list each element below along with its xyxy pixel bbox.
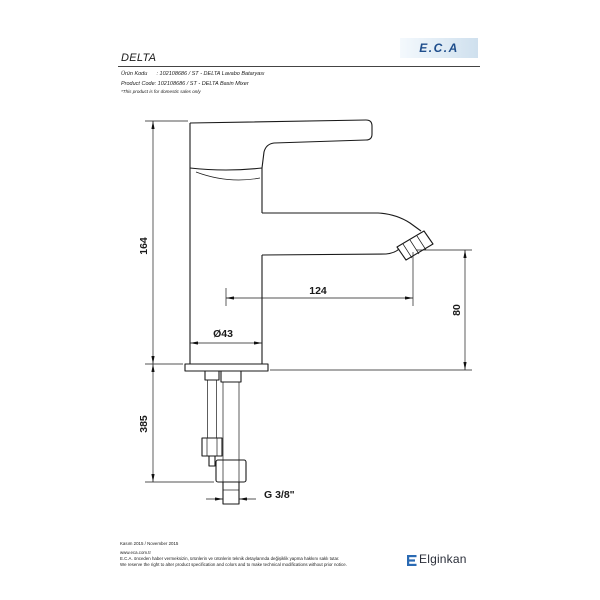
elginkan-e-icon bbox=[407, 555, 417, 566]
dimension-labels: 164 385 124 80 Ø43 G 3/8" bbox=[138, 237, 463, 501]
header-divider bbox=[118, 66, 480, 67]
dimension-lines bbox=[145, 120, 472, 501]
hose-nut-faces bbox=[222, 460, 240, 482]
aerator-detail bbox=[402, 235, 427, 259]
product-code-en: Product Code: 102108686 / ST - DELTA Bas… bbox=[121, 81, 249, 87]
footer-disclaimer-en: We reserve the right to alter product sp… bbox=[120, 562, 347, 567]
mounting-rod-end bbox=[208, 455, 216, 467]
mounting-rod bbox=[207, 379, 217, 439]
domestic-sales-note: *This product is for domestic sales only bbox=[121, 89, 201, 94]
spout bbox=[261, 212, 422, 256]
connections-group bbox=[201, 370, 247, 505]
faucet-body-group bbox=[184, 119, 434, 372]
handle-base bbox=[189, 167, 263, 171]
mounting-nut bbox=[201, 437, 223, 457]
label-spout-reach: 124 bbox=[309, 285, 327, 297]
mounting-rod-fitting bbox=[204, 370, 220, 381]
label-body-diameter: Ø43 bbox=[213, 328, 233, 340]
label-connection-thread: G 3/8" bbox=[264, 489, 295, 501]
footer-website: www.eca.com.tr bbox=[120, 550, 151, 555]
hose-nut bbox=[215, 459, 247, 483]
eca-logo-text: E.C.A bbox=[419, 41, 459, 55]
label-spout-height: 80 bbox=[451, 304, 463, 316]
mounting-nut-faces bbox=[206, 438, 218, 456]
label-hose-length: 385 bbox=[138, 415, 150, 433]
label-overall-height: 164 bbox=[138, 237, 150, 255]
hose-fitting bbox=[220, 370, 242, 383]
eca-logo: E.C.A bbox=[400, 38, 478, 58]
hose-connector bbox=[222, 481, 240, 505]
product-code-tr: Ürün Kodu : 102108686 / ST - DELTA Lavab… bbox=[121, 71, 265, 77]
handle-lever bbox=[189, 119, 373, 169]
elginkan-logo-text: Elginkan bbox=[419, 552, 467, 566]
product-title: DELTA bbox=[121, 52, 157, 64]
footer-disclaimer-tr: E.C.A. önceden haber vermeksizin, ürünle… bbox=[120, 556, 340, 561]
footer-date: Kasım 2015 / November 2015 bbox=[120, 541, 179, 546]
base-plate bbox=[184, 363, 269, 372]
body-neck bbox=[195, 171, 261, 181]
aerator bbox=[396, 230, 434, 261]
braided-hose bbox=[222, 381, 240, 461]
